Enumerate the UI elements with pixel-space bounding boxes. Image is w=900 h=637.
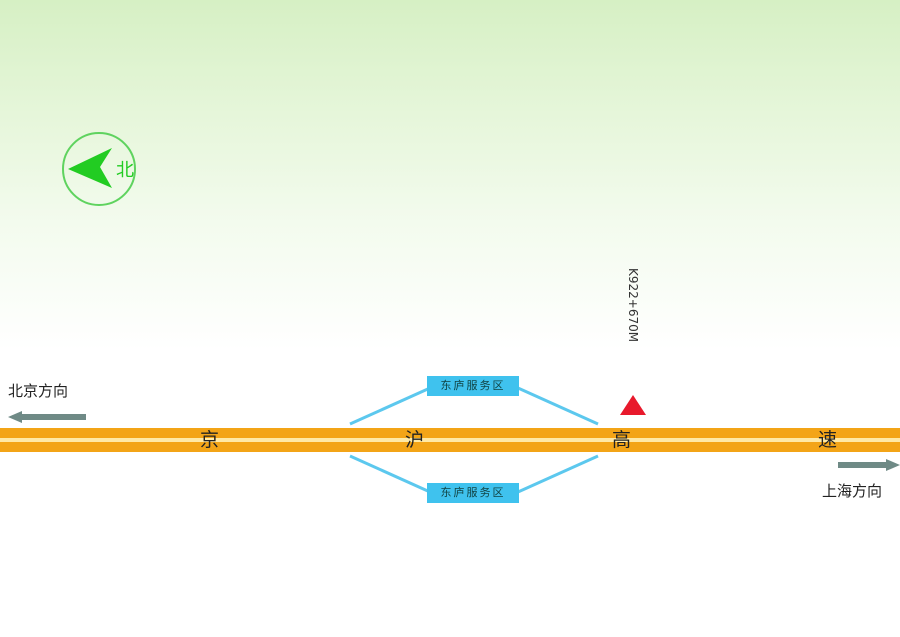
- shanghai-direction-label: 上海方向: [822, 482, 883, 500]
- right-arrow-icon: [838, 457, 900, 476]
- service-area-bottom: 东庐服务区: [427, 483, 519, 503]
- road-char: 速: [818, 429, 838, 451]
- road-char: 沪: [405, 429, 425, 451]
- svg-text:北: 北: [116, 160, 134, 181]
- beijing-direction-label: 北京方向: [8, 382, 69, 400]
- service-area-top: 东庐服务区: [427, 376, 519, 396]
- road-char: 高: [612, 429, 632, 451]
- expressway: [0, 428, 900, 452]
- road-char: 京: [200, 429, 220, 451]
- location-marker-icon: [620, 395, 646, 415]
- km-marker-label: K922+670M: [626, 268, 640, 343]
- north-compass-icon: 北 北: [60, 130, 138, 208]
- left-arrow-icon: [8, 409, 88, 428]
